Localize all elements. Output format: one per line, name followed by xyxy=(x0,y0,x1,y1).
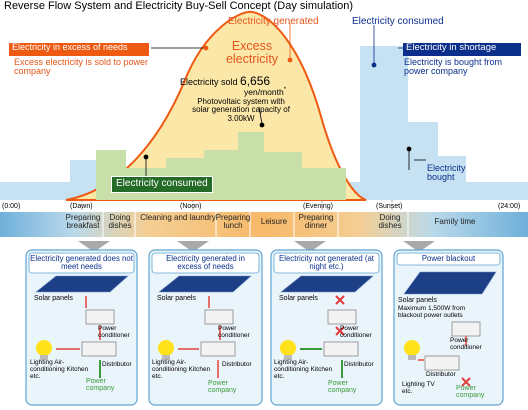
time-ticks xyxy=(81,200,393,212)
devices xyxy=(81,309,481,371)
panel-2-title: Electricity generated in excess of needs xyxy=(166,254,245,272)
time-dawn: (Dawn) xyxy=(70,203,93,210)
panel-title-bg xyxy=(28,252,501,274)
panel-2-distributor: Distributor xyxy=(222,361,252,368)
panel-3-lighting: Lighting Air-conditioning Kitchen etc. xyxy=(274,359,333,380)
panel-2-solar: Solar panels xyxy=(157,295,196,302)
activity-dishes-pm: Doing dishes xyxy=(378,213,402,231)
callout-arrows xyxy=(78,241,435,252)
bulb-icons xyxy=(36,340,420,360)
electricity-bought: Electricity bought xyxy=(427,163,466,183)
panel-4-conditioner: Power conditioner xyxy=(450,337,482,351)
panel-1-power: Power company xyxy=(86,378,115,393)
shortage-box: Electricity in shortage xyxy=(403,43,521,56)
panel-3-conditioner: Power conditioner xyxy=(340,325,372,339)
panel-4-title: Power blackout xyxy=(421,254,476,263)
time-evening: (Evening) xyxy=(303,203,333,210)
time-sunset: (Sunset) xyxy=(376,203,403,210)
panel-4-lighting: Lighting TV etc. xyxy=(402,381,435,395)
time-0000: (0:00) xyxy=(2,203,21,210)
panel-4-solar: Solar panels xyxy=(398,297,437,304)
excess-center: Excess electricity xyxy=(225,39,279,67)
timeline-dividers xyxy=(102,212,409,237)
panel-1-title: Electricity generated does not meet need… xyxy=(30,254,133,272)
sold-value: 6,656 xyxy=(240,74,271,88)
panel-2-power: Power company xyxy=(208,380,237,395)
panel-4-power: Power company xyxy=(456,385,485,400)
activity-cleaning: Cleaning and laundry xyxy=(140,213,216,222)
page-title: Reverse Flow System and Electricity Buy-… xyxy=(4,0,354,12)
solar-panels xyxy=(35,271,497,295)
sold-prefix: Electricity sold xyxy=(180,77,238,87)
activity-family: Family time xyxy=(434,217,476,226)
panel-4-distributor: Distributor xyxy=(426,371,456,378)
pointer-lines xyxy=(143,23,426,176)
time-2400: (24:00) xyxy=(498,203,521,210)
time-noon: (Noon) xyxy=(180,203,202,210)
panel-3-distributor: Distributor xyxy=(344,361,374,368)
panel-3-solar: Solar panels xyxy=(279,295,318,302)
panel-1-lighting: Lighting Air-conditioning Kitchen etc. xyxy=(30,359,89,380)
panel-1-conditioner: Power conditioner xyxy=(98,325,130,339)
activity-dishes-am: Doing dishes xyxy=(108,213,132,231)
panel-3-power: Power company xyxy=(328,380,357,395)
sold-unit: yen/month xyxy=(244,86,284,97)
label-electricity-consumed-top: Electricity consumed xyxy=(352,16,444,27)
electricity-consumed-box: Electricity consumed xyxy=(111,176,213,193)
panel-3-title: Electricity not generated (at night etc.… xyxy=(279,254,374,272)
pv-note: Photovoltaic system with solar generatio… xyxy=(192,97,290,123)
activity-lunch: Preparing lunch xyxy=(215,213,251,231)
activity-breakfast: Preparing breakfast xyxy=(65,213,101,231)
cross-marks xyxy=(335,295,471,387)
sold-line: Electricity sold 6,656 xyxy=(180,75,270,88)
panel-1-solar: Solar panels xyxy=(34,295,73,302)
panel-1-distributor: Distributor xyxy=(102,361,132,368)
excess-box: Electricity in excess of needs xyxy=(9,42,149,56)
panel-2-conditioner: Power conditioner xyxy=(218,325,250,339)
shortage-note: Electricity is bought from power company xyxy=(404,57,503,77)
panel-2-lighting: Lighting Air-conditioning Kitchen etc. xyxy=(152,359,211,380)
flow-arrows xyxy=(56,296,467,378)
timeline-bar xyxy=(0,212,528,237)
sold-mark: * xyxy=(283,87,287,93)
sold-unit-line: yen/month* xyxy=(244,87,286,97)
panel-4-max-note: Maximum 1,500W from blackout power outle… xyxy=(398,305,466,319)
label-electricity-generated: Electricity generated xyxy=(228,16,319,27)
activity-dinner: Preparing dinner xyxy=(298,213,334,231)
excess-note: Excess electricity is sold to power comp… xyxy=(14,57,149,77)
activity-leisure: Leisure xyxy=(260,217,288,226)
